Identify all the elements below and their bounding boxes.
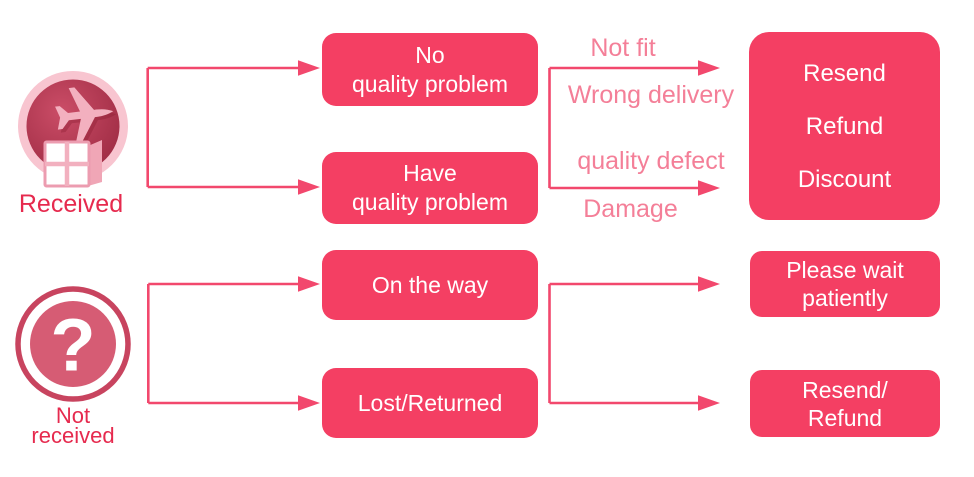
status-box-on-the-way: On the way xyxy=(322,250,538,320)
shipping-outcome-arrowheads xyxy=(698,276,720,411)
status-box-lost-returned: Lost/Returned xyxy=(322,368,538,438)
outcome-box-please-wait: Please wait patiently xyxy=(750,251,940,317)
quality-outcome-connector xyxy=(548,66,699,190)
box-line: Lost/Returned xyxy=(357,389,503,416)
shipping-outcome-connector xyxy=(548,282,699,405)
reason-quality-defect: quality defect xyxy=(577,147,725,175)
box-line: Discount xyxy=(797,165,892,193)
box-line: No xyxy=(415,41,445,68)
question-mark-icon: ? xyxy=(15,286,131,402)
outcome-box-resend-refund: Resend/ Refund xyxy=(750,370,940,437)
reason-not-fit: Not fit xyxy=(590,34,656,62)
not-received-branch-arrowheads xyxy=(298,276,320,411)
reason-wrong-delivery: Wrong delivery xyxy=(567,81,735,109)
box-line: Have xyxy=(403,160,457,186)
box-line: Refund xyxy=(805,112,884,140)
airplane-package-icon xyxy=(18,71,128,188)
received-label: Received xyxy=(18,190,124,218)
box-line: On the way xyxy=(371,271,489,298)
box-line: Resend/ xyxy=(802,376,888,403)
box-line: patiently xyxy=(802,285,888,311)
quality-outcome-arrowheads xyxy=(698,60,720,196)
box-line: Please wait xyxy=(786,257,904,283)
not-received-label-line2: received xyxy=(31,423,115,448)
box-line: Resend xyxy=(803,59,886,87)
status-box-no-quality-problem: No quality problem xyxy=(322,33,538,106)
airplane-glyph xyxy=(55,87,117,148)
not-received-branch-connector xyxy=(147,282,299,405)
box-line: quality problem xyxy=(352,70,508,97)
question-mark-glyph: ? xyxy=(50,304,95,387)
package-glyph xyxy=(43,140,102,188)
outcome-box-resend-refund-discount: Resend Refund Discount xyxy=(749,32,940,220)
box-line: quality problem xyxy=(352,189,508,215)
reason-damage: Damage xyxy=(583,195,678,223)
not-received-label-line1: Not xyxy=(55,403,91,428)
status-box-have-quality-problem: Have quality problem xyxy=(322,152,538,224)
received-branch-arrowheads xyxy=(298,60,320,195)
box-line: Refund xyxy=(807,404,883,431)
not-received-label: Not received xyxy=(8,403,138,448)
received-branch-connector xyxy=(146,66,299,189)
